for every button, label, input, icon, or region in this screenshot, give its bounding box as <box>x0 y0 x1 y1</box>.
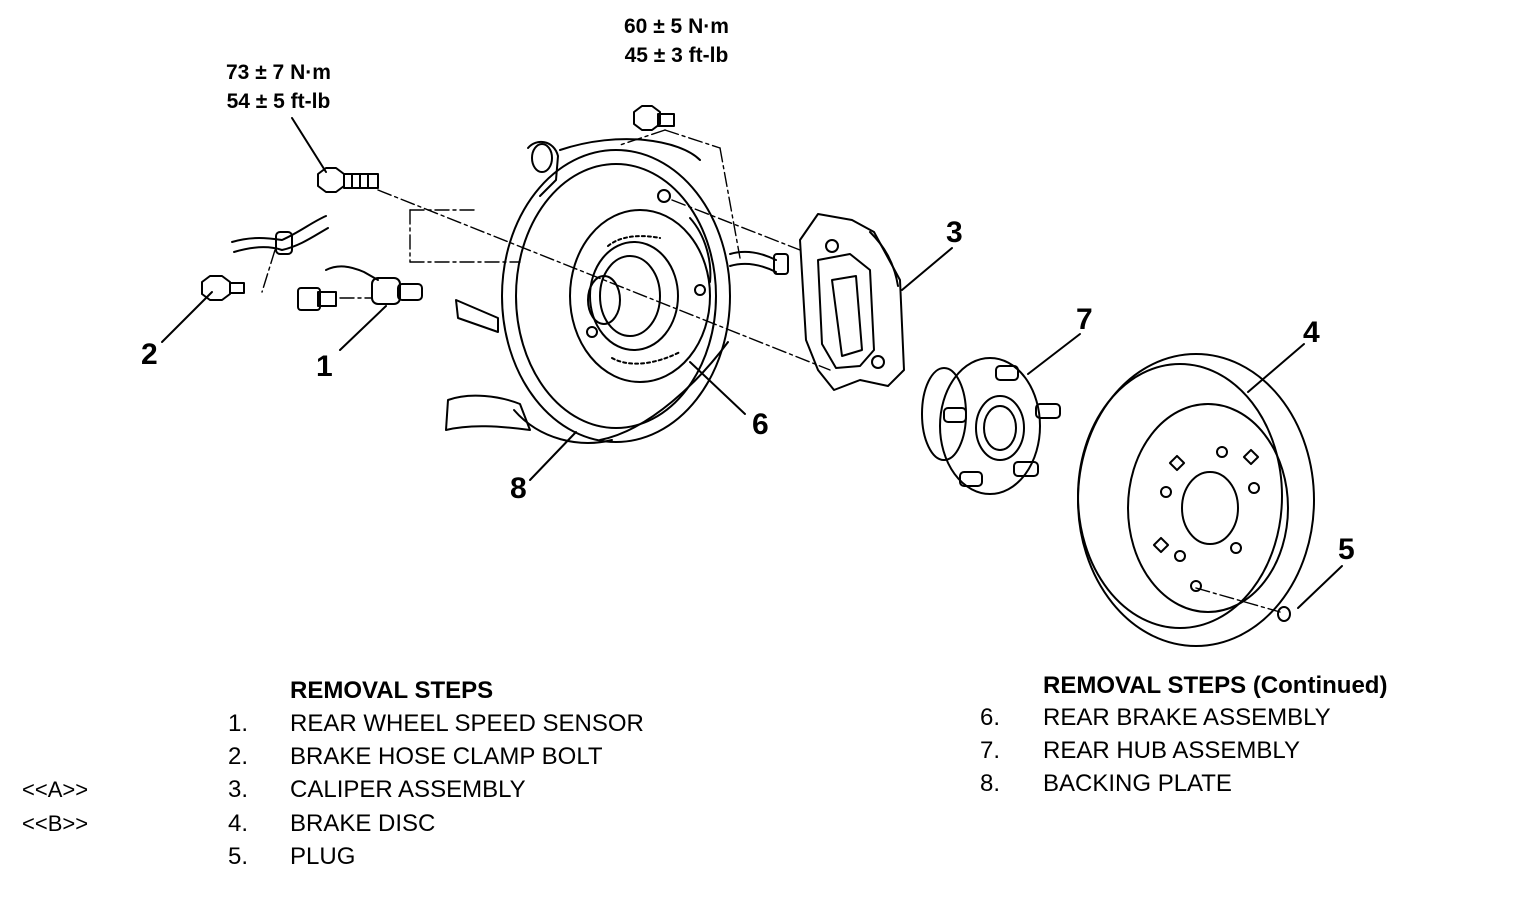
callout-leader-lines <box>161 117 1343 609</box>
callout-3: 3 <box>946 216 963 249</box>
brake-disc <box>1077 353 1315 647</box>
removal-step: 5. PLUG <box>228 843 728 873</box>
step-label: BRAKE DISC <box>290 810 436 837</box>
step-number: 6. <box>980 704 1001 731</box>
brake-hose-clamp-bolt <box>201 215 329 301</box>
torque-ftlb: 54 ± 5 ft-lb <box>226 90 331 113</box>
callout-5: 5 <box>1338 533 1355 566</box>
step-number: 2. <box>228 743 249 770</box>
step-label: PLUG <box>290 843 356 870</box>
callout-4: 4 <box>1303 316 1320 349</box>
step-note: <<B>> <box>22 811 89 836</box>
plug <box>1277 606 1291 622</box>
step-label: REAR WHEEL SPEED SENSOR <box>290 710 644 737</box>
removal-step: 8. BACKING PLATE <box>980 770 1480 800</box>
backing-plate-knuckle <box>445 138 731 444</box>
torque-ftlb: 45 ± 3 ft-lb <box>624 44 729 67</box>
step-number: 7. <box>980 737 1001 764</box>
step-number: 5. <box>228 843 249 870</box>
torque-nm: 73 ± 7 N·m <box>226 61 331 84</box>
removal-steps-continued-title: REMOVAL STEPS (Continued) <box>1043 672 1388 699</box>
assembly-center-lines <box>261 129 1281 613</box>
step-number: 1. <box>228 710 249 737</box>
caliper-mount-bolt <box>633 105 675 131</box>
torque-spec-mount-bolt: 60 ± 5 N·m 45 ± 3 ft-lb <box>624 12 729 70</box>
step-label: REAR HUB ASSEMBLY <box>1043 737 1300 764</box>
removal-step: 3. CALIPER ASSEMBLY <box>228 776 728 806</box>
callout-7: 7 <box>1076 303 1093 336</box>
step-note: <<A>> <box>22 777 89 802</box>
brake-line <box>729 251 789 275</box>
callout-6: 6 <box>752 408 769 441</box>
step-number: 8. <box>980 770 1001 797</box>
removal-step: 2. BRAKE HOSE CLAMP BOLT <box>228 743 728 773</box>
step-number: 4. <box>228 810 249 837</box>
step-label: CALIPER ASSEMBLY <box>290 776 526 803</box>
removal-steps-title: REMOVAL STEPS <box>290 677 494 704</box>
removal-step: 6. REAR BRAKE ASSEMBLY <box>980 704 1480 734</box>
callout-8: 8 <box>510 472 527 505</box>
torque-spec-knuckle-bolt: 73 ± 7 N·m 54 ± 5 ft-lb <box>226 58 331 116</box>
wheel-speed-sensor <box>297 265 423 311</box>
removal-step: 7. REAR HUB ASSEMBLY <box>980 737 1480 767</box>
step-number: 3. <box>228 776 249 803</box>
step-label: REAR BRAKE ASSEMBLY <box>1043 704 1331 731</box>
step-label: BRAKE HOSE CLAMP BOLT <box>290 743 603 770</box>
removal-step: 4. BRAKE DISC <box>228 810 728 840</box>
callout-2: 2 <box>141 338 158 371</box>
knuckle-bolt-long <box>317 167 379 193</box>
removal-step: 1. REAR WHEEL SPEED SENSOR <box>228 710 728 740</box>
step-label: BACKING PLATE <box>1043 770 1232 797</box>
callout-1: 1 <box>316 350 333 383</box>
caliper-assembly <box>799 213 905 391</box>
rear-hub-assembly <box>921 357 1061 495</box>
torque-nm: 60 ± 5 N·m <box>624 15 729 38</box>
